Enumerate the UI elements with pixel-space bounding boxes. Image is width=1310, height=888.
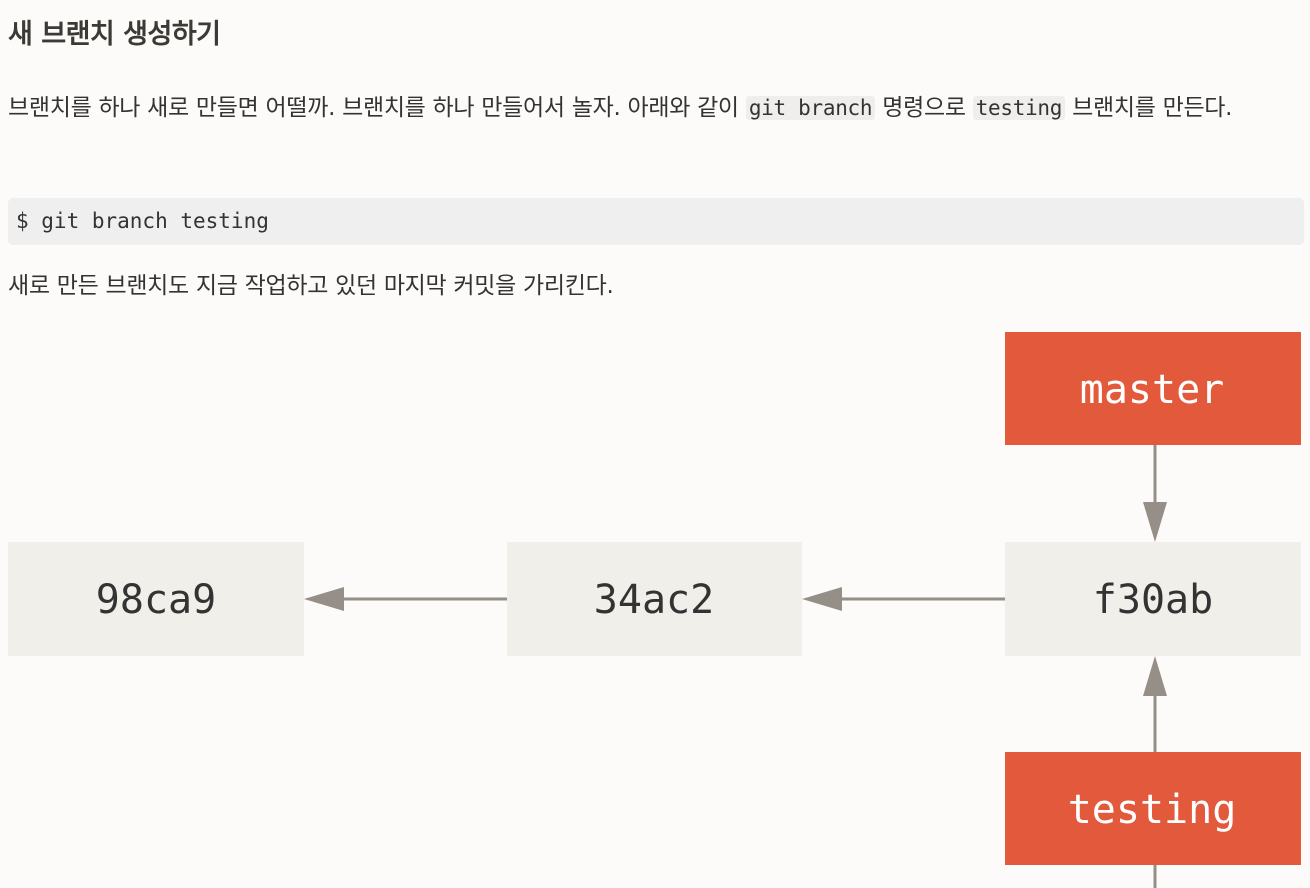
section-title: 새 브랜치 생성하기 xyxy=(8,19,221,50)
arrowhead-34ac2 xyxy=(802,587,842,611)
intro-text-before: 브랜치를 하나 새로 만들면 어떨까. 브랜치를 하나 만들어서 놀자. 아래와… xyxy=(8,95,746,121)
explanation-paragraph: 새로 만든 브랜치도 지금 작업하고 있던 마지막 커밋을 가리킨다. xyxy=(8,273,614,299)
branch-diagram: 98ca9 34ac2 f30ab master testing xyxy=(8,332,1301,888)
intro-paragraph: 브랜치를 하나 새로 만들면 어떨까. 브랜치를 하나 만들어서 놀자. 아래와… xyxy=(8,86,1298,131)
commit-label-98ca9: 98ca9 xyxy=(96,577,216,623)
branch-box-master xyxy=(1005,332,1301,445)
commit-box-f30ab xyxy=(1005,542,1301,656)
intro-text-after: 브랜치를 만든다. xyxy=(1065,95,1233,121)
inline-code-git-branch: git branch xyxy=(745,96,876,120)
branch-label-testing: testing xyxy=(1068,787,1237,833)
inline-code-testing: testing xyxy=(972,96,1066,120)
branch-box-testing xyxy=(1005,752,1301,865)
arrowhead-testing-f30ab xyxy=(1143,656,1167,696)
commit-label-f30ab: f30ab xyxy=(1093,577,1213,623)
arrowhead-master-f30ab xyxy=(1143,502,1167,542)
branch-label-master: master xyxy=(1080,367,1225,413)
command-code-block: $ git branch testing xyxy=(8,198,1304,245)
intro-text-middle: 명령으로 xyxy=(875,95,973,121)
commit-box-98ca9 xyxy=(8,542,304,656)
commit-box-34ac2 xyxy=(507,542,802,656)
arrowhead-98ca9 xyxy=(304,587,344,611)
commit-label-34ac2: 34ac2 xyxy=(594,577,714,623)
